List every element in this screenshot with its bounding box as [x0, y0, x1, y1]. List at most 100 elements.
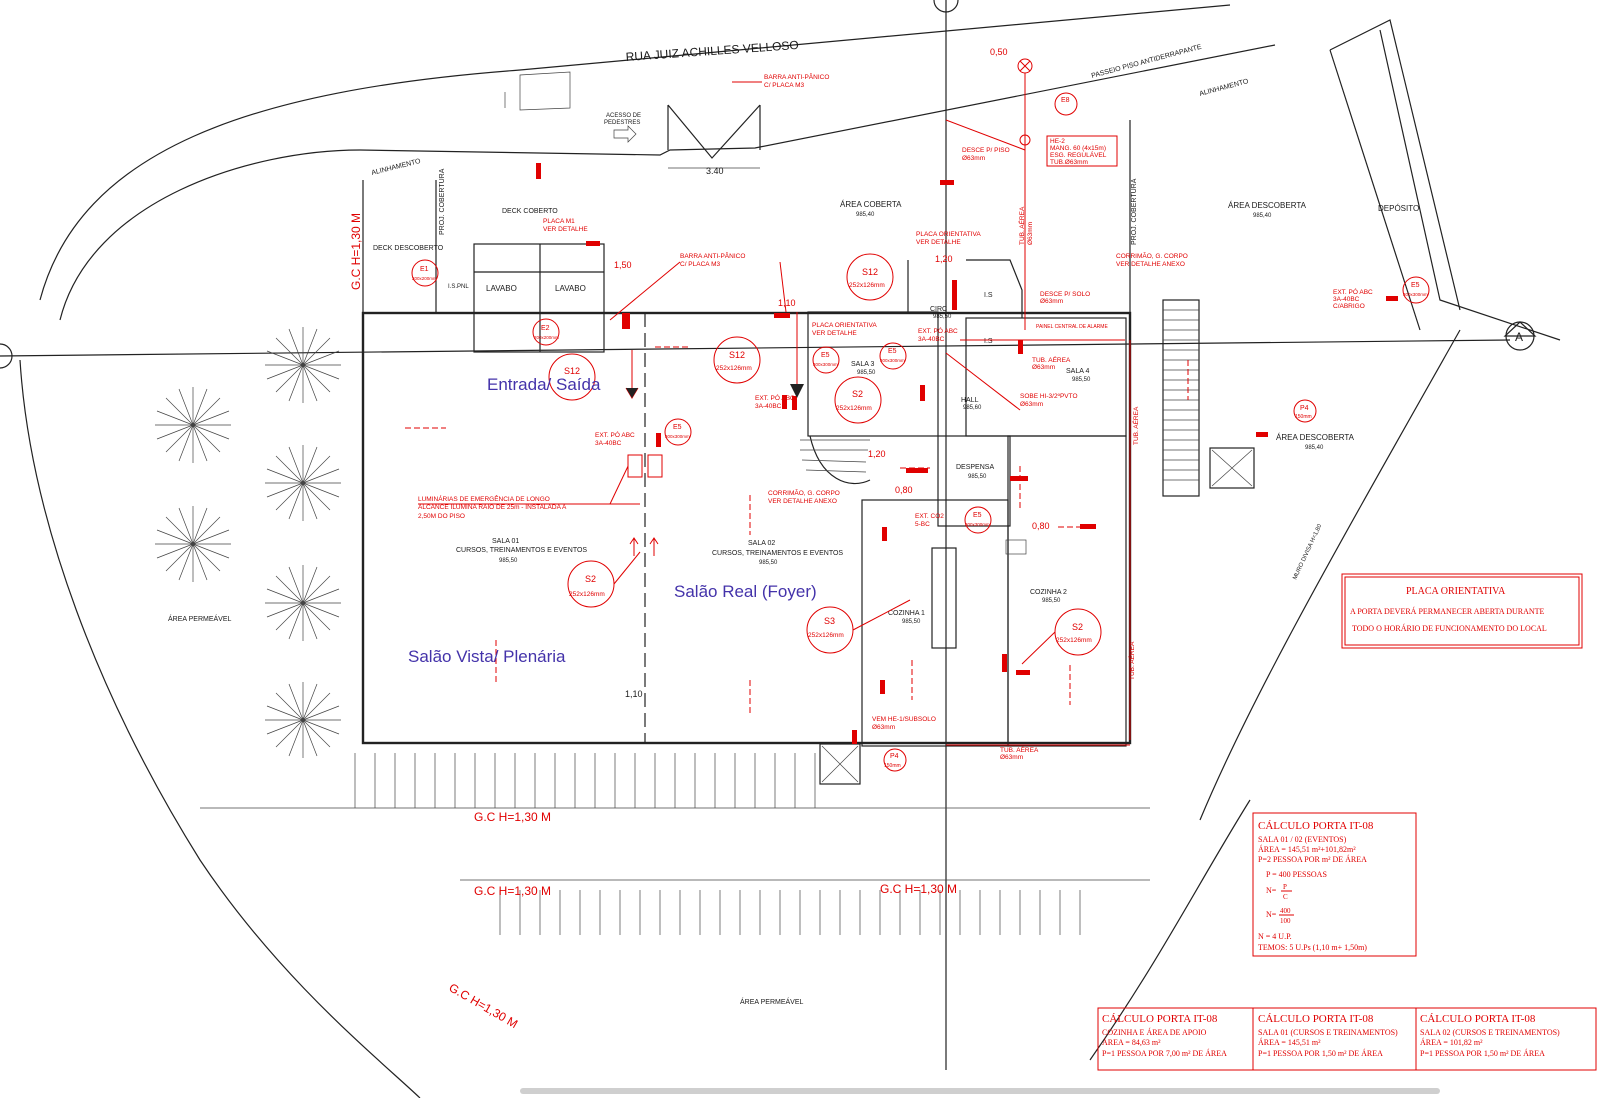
s3-code: S3: [824, 616, 835, 626]
cozinha2-label: COZINHA 2: [1030, 589, 1067, 596]
vem-he1-a: VEM HE-1/SUBSOLO: [872, 716, 936, 723]
proj-cobertura-left: PROJ. COBERTURA: [439, 168, 446, 235]
sala4-level: 985,50: [1072, 377, 1091, 383]
s2-coz2-size: 252x126mm: [1056, 637, 1092, 644]
proj-cobertura-right: PROJ. COBERTURA: [1131, 178, 1138, 245]
calc-main-f2-num: 400: [1280, 907, 1291, 915]
p4-right-size: 150mm: [1295, 414, 1312, 420]
dim-120-stair: 1,20: [868, 449, 886, 459]
calc-main-l5: N = 4 U.P.: [1258, 932, 1292, 941]
calc-main-l1: SALA 01 / 02 (EVENTOS): [1258, 835, 1347, 844]
sala02-use: CURSOS, TREINAMENTOS E EVENTOS: [712, 550, 843, 557]
deposito-label: DEPÓSITO: [1378, 204, 1419, 213]
gc-left-vertical: G.C H=1,30 M: [349, 213, 363, 290]
desce-piso-a: DESCE P/ PISO: [962, 147, 1010, 154]
desce-solo-b: Ø63mm: [1040, 298, 1063, 305]
tub-aerea-h-b: Ø63mm: [1032, 364, 1055, 371]
calc-b0-l3: P=1 PESSOA POR 7,00 m² DE ÁREA: [1102, 1048, 1227, 1058]
ext-circ-a: EXT. PÓ ABC: [918, 326, 958, 335]
area-permeavel-left: ÁREA PERMEÁVEL: [168, 614, 232, 623]
dim-080-a: 0,80: [895, 485, 913, 495]
calc-porta-bottom: CÁLCULO PORTA IT-08 COZINHA E ÁREA DE AP…: [1097, 1007, 1597, 1071]
barra-1-b: C/ PLACA M3: [764, 82, 804, 89]
lum-1: LUMINÁRIAS DE EMERGÊNCIA DE LONGO: [418, 494, 550, 503]
gc-bottom-1: G.C H=1,30 M: [474, 810, 551, 824]
he2-c: ESG. REGULÁVEL: [1050, 150, 1107, 159]
calc-main-f1-n: N=: [1266, 886, 1277, 895]
svg-text:PEDESTRES: PEDESTRES: [604, 120, 640, 126]
ext-deposito-b: 3A-40BC: [1333, 296, 1360, 303]
calc-main-f1-num: P: [1283, 883, 1287, 891]
tub-aerea-vert-a: TUB. AÉREA: [1017, 206, 1026, 245]
horizontal-scrollbar[interactable]: [520, 1088, 1440, 1094]
zone-plenaria: Salão Vista/ Plenária: [408, 647, 566, 666]
s3-size: 252x126mm: [808, 632, 844, 639]
calc-main-f2-den: 100: [1280, 917, 1291, 925]
dim-050: 0,50: [990, 47, 1008, 57]
s12-top-code: S12: [862, 267, 878, 277]
e5-sala3-code: E5: [888, 348, 897, 355]
s2-sala1-code: S2: [585, 574, 596, 584]
dim-150: 1,50: [614, 260, 632, 270]
e5-foyer-size: 300x300mm: [813, 362, 838, 367]
p4-bottom-size: 150mm: [884, 763, 901, 769]
ext-foyer-b: 3A-40BC: [755, 403, 782, 410]
area-coberta-label: ÁREA COBERTA: [840, 200, 902, 209]
site-boundary: [19, 4, 1561, 1098]
sala3-label: SALA 3: [851, 361, 874, 368]
section-a-marker: A: [1515, 330, 1523, 344]
calc-main-l3: P=2 PESSOA POR m² DE ÁREA: [1258, 854, 1367, 864]
sala01-use: CURSOS, TREINAMENTOS E EVENTOS: [456, 547, 587, 554]
placa-orient-b: VER DETALHE: [916, 239, 961, 246]
svg-text:ACESSO DE: ACESSO DE: [606, 113, 641, 119]
p4-right-code: P4: [1300, 405, 1309, 412]
calc-b1-l3: P=1 PESSOA POR 1,50 m² DE ÁREA: [1258, 1048, 1383, 1058]
lavabo-2-label: LAVABO: [555, 284, 586, 293]
painel-alarme: PAINEL CENTRAL DE ALARME: [1036, 324, 1108, 330]
tub-aerea-bottom-b: Ø63mm: [1000, 754, 1023, 761]
calc-main-l2: ÁREA = 145,51 m²+101,82m²: [1258, 844, 1356, 854]
ext-sala1-b: 3A-40BC: [595, 440, 622, 447]
s2-sala3-size: 252x126mm: [836, 405, 872, 412]
area-descoberta-right: ÁREA DESCOBERTA: [1276, 433, 1355, 442]
sobe-he3-b: Ø63mm: [1020, 401, 1043, 408]
e2-size: 200x200mm: [534, 335, 559, 340]
street-name: RUA JUIZ ACHILLES VELLOSO: [625, 38, 799, 64]
calc-b2-title: CÁLCULO PORTA IT-08: [1420, 1013, 1536, 1025]
building-walls: [361, 120, 1255, 785]
circ-level: 985,50: [933, 314, 952, 320]
sala02-level: 985,50: [759, 560, 778, 566]
e5-sala1-code: E5: [673, 424, 682, 431]
placa-box-line2: TODO O HORÁRIO DE FUNCIONAMENTO DO LOCAL: [1352, 623, 1547, 633]
gc-bottom-diag: G.C H=1,30 M: [447, 980, 521, 1031]
s12-mid-size: 252x126mm: [716, 365, 752, 372]
dim-110-top: 1,10: [778, 298, 796, 308]
dim-110-bottom: 1,10: [625, 689, 643, 699]
e2-code: E2: [541, 325, 550, 332]
ext-sala1-a: EXT. PÓ ABC: [595, 430, 635, 439]
calc-b0-title: CÁLCULO PORTA IT-08: [1102, 1013, 1218, 1025]
hall-label: HALL: [961, 397, 979, 404]
cozinha1-label: COZINHA 1: [888, 610, 925, 617]
guardrail-labels: G.C H=1,30 M G.C H=1,30 M G.C H=1,30 M G…: [349, 213, 957, 1031]
calc-main-title: CÁLCULO PORTA IT-08: [1258, 820, 1374, 832]
e5-sala1-size: 300x300mm: [665, 434, 690, 439]
calc-b2-l1: SALA 02 (CURSOS E TREINAMENTOS): [1420, 1028, 1560, 1037]
s2-sala3-code: S2: [852, 389, 863, 399]
e5-sala3-size: 300x300mm: [880, 358, 905, 363]
alinhamento-left: ALINHAMENTO: [371, 158, 422, 177]
tub-aerea-h-a: TUB. AÉREA: [1032, 355, 1071, 364]
sign-bubbles: S12 252x126mm S12 252x126mm S12 S2 252x1…: [411, 92, 1430, 772]
entrance-gate: 3.40: [667, 104, 761, 176]
dim-080-b: 0,80: [1032, 521, 1050, 531]
lum-3: 2,50M DO PISO: [418, 513, 465, 520]
calc-b2-l2: ÁREA = 101,82 m²: [1420, 1037, 1483, 1047]
ext-foyer-a: EXT. PÓ ABC: [755, 393, 795, 402]
corrimao-stair-a: CORRIMÃO, G. CORPO: [768, 488, 840, 497]
barra-1-a: BARRA ANTI-PÂNICO: [764, 72, 829, 81]
desce-piso-b: Ø63mm: [962, 155, 985, 162]
he2-d: TUB.Ø63mm: [1050, 159, 1088, 166]
ext-circ-b: 3A-40BC: [918, 336, 945, 343]
fire-notes: BARRA ANTI-PÂNICO C/ PLACA M3 BARRA ANTI…: [418, 72, 1373, 761]
